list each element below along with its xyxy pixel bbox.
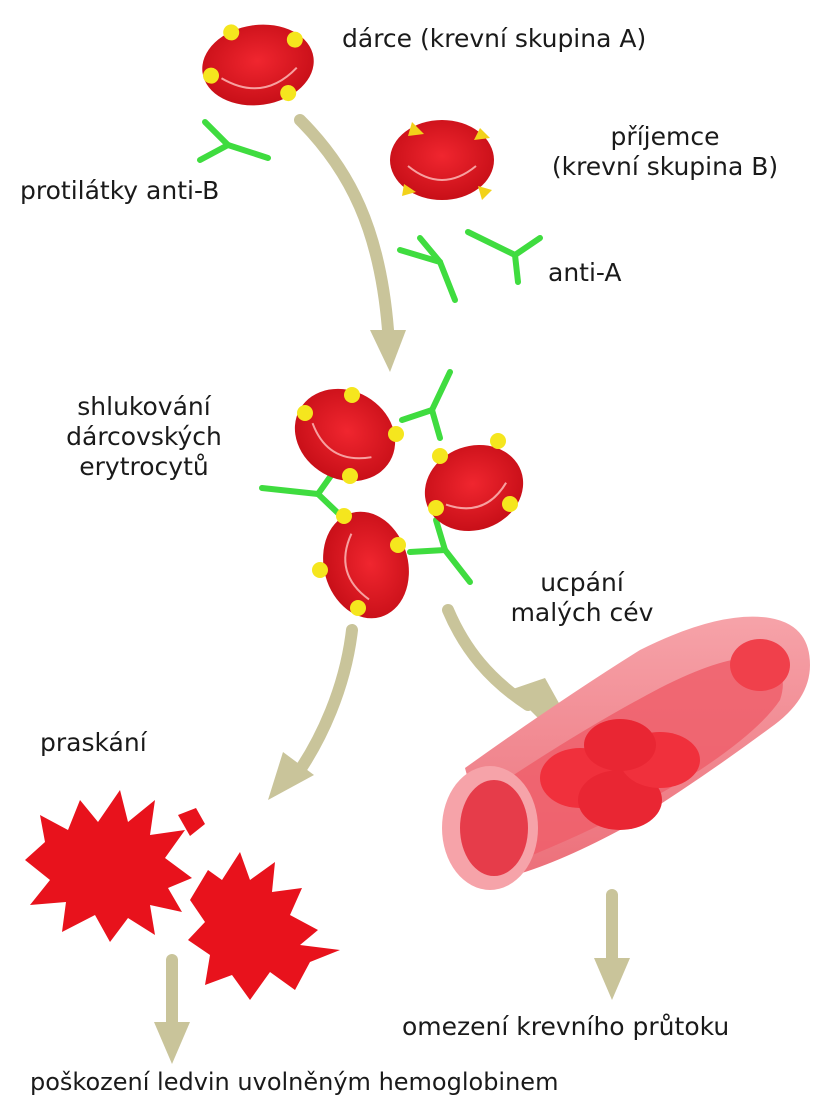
label-flow-restriction: omezení krevního průtoku: [402, 1012, 729, 1042]
label-blockage: ucpání malých cév: [482, 568, 682, 628]
donor-cell-icon: [196, 14, 319, 113]
label-recipient: příjemce (krevní skupina B): [520, 122, 810, 182]
label-kidney-damage: poškození ledvin uvolněným hemoglobinem: [30, 1068, 558, 1097]
recipient-cell-icon: [390, 120, 494, 200]
arrow-burst-to-kidney: [154, 960, 190, 1064]
label-anti-a: anti-A: [548, 258, 622, 288]
antibody-anti-a-icon: [400, 232, 540, 300]
label-bursting: praskání: [40, 728, 147, 758]
arrow-clump-to-burst: [268, 630, 352, 800]
label-recipient-line1: příjemce: [520, 122, 810, 152]
arrow-vessel-to-flow: [594, 895, 630, 1000]
label-blockage-line2: malých cév: [482, 598, 682, 628]
label-antibodies-anti-b: protilátky anti-B: [20, 176, 219, 206]
label-recipient-line2: (krevní skupina B): [520, 152, 810, 182]
label-clumping: shlukování dárcovských erytrocytů: [44, 392, 244, 482]
label-blockage-line1: ucpání: [482, 568, 682, 598]
burst-cell-icon: [25, 790, 340, 1000]
label-clumping-line3: erytrocytů: [44, 452, 244, 482]
label-donor: dárce (krevní skupina A): [342, 24, 646, 54]
blocked-vessel-icon: [442, 617, 810, 890]
label-clumping-line2: dárcovských: [44, 422, 244, 452]
label-clumping-line1: shlukování: [44, 392, 244, 422]
antibody-anti-b-icon: [200, 122, 268, 160]
